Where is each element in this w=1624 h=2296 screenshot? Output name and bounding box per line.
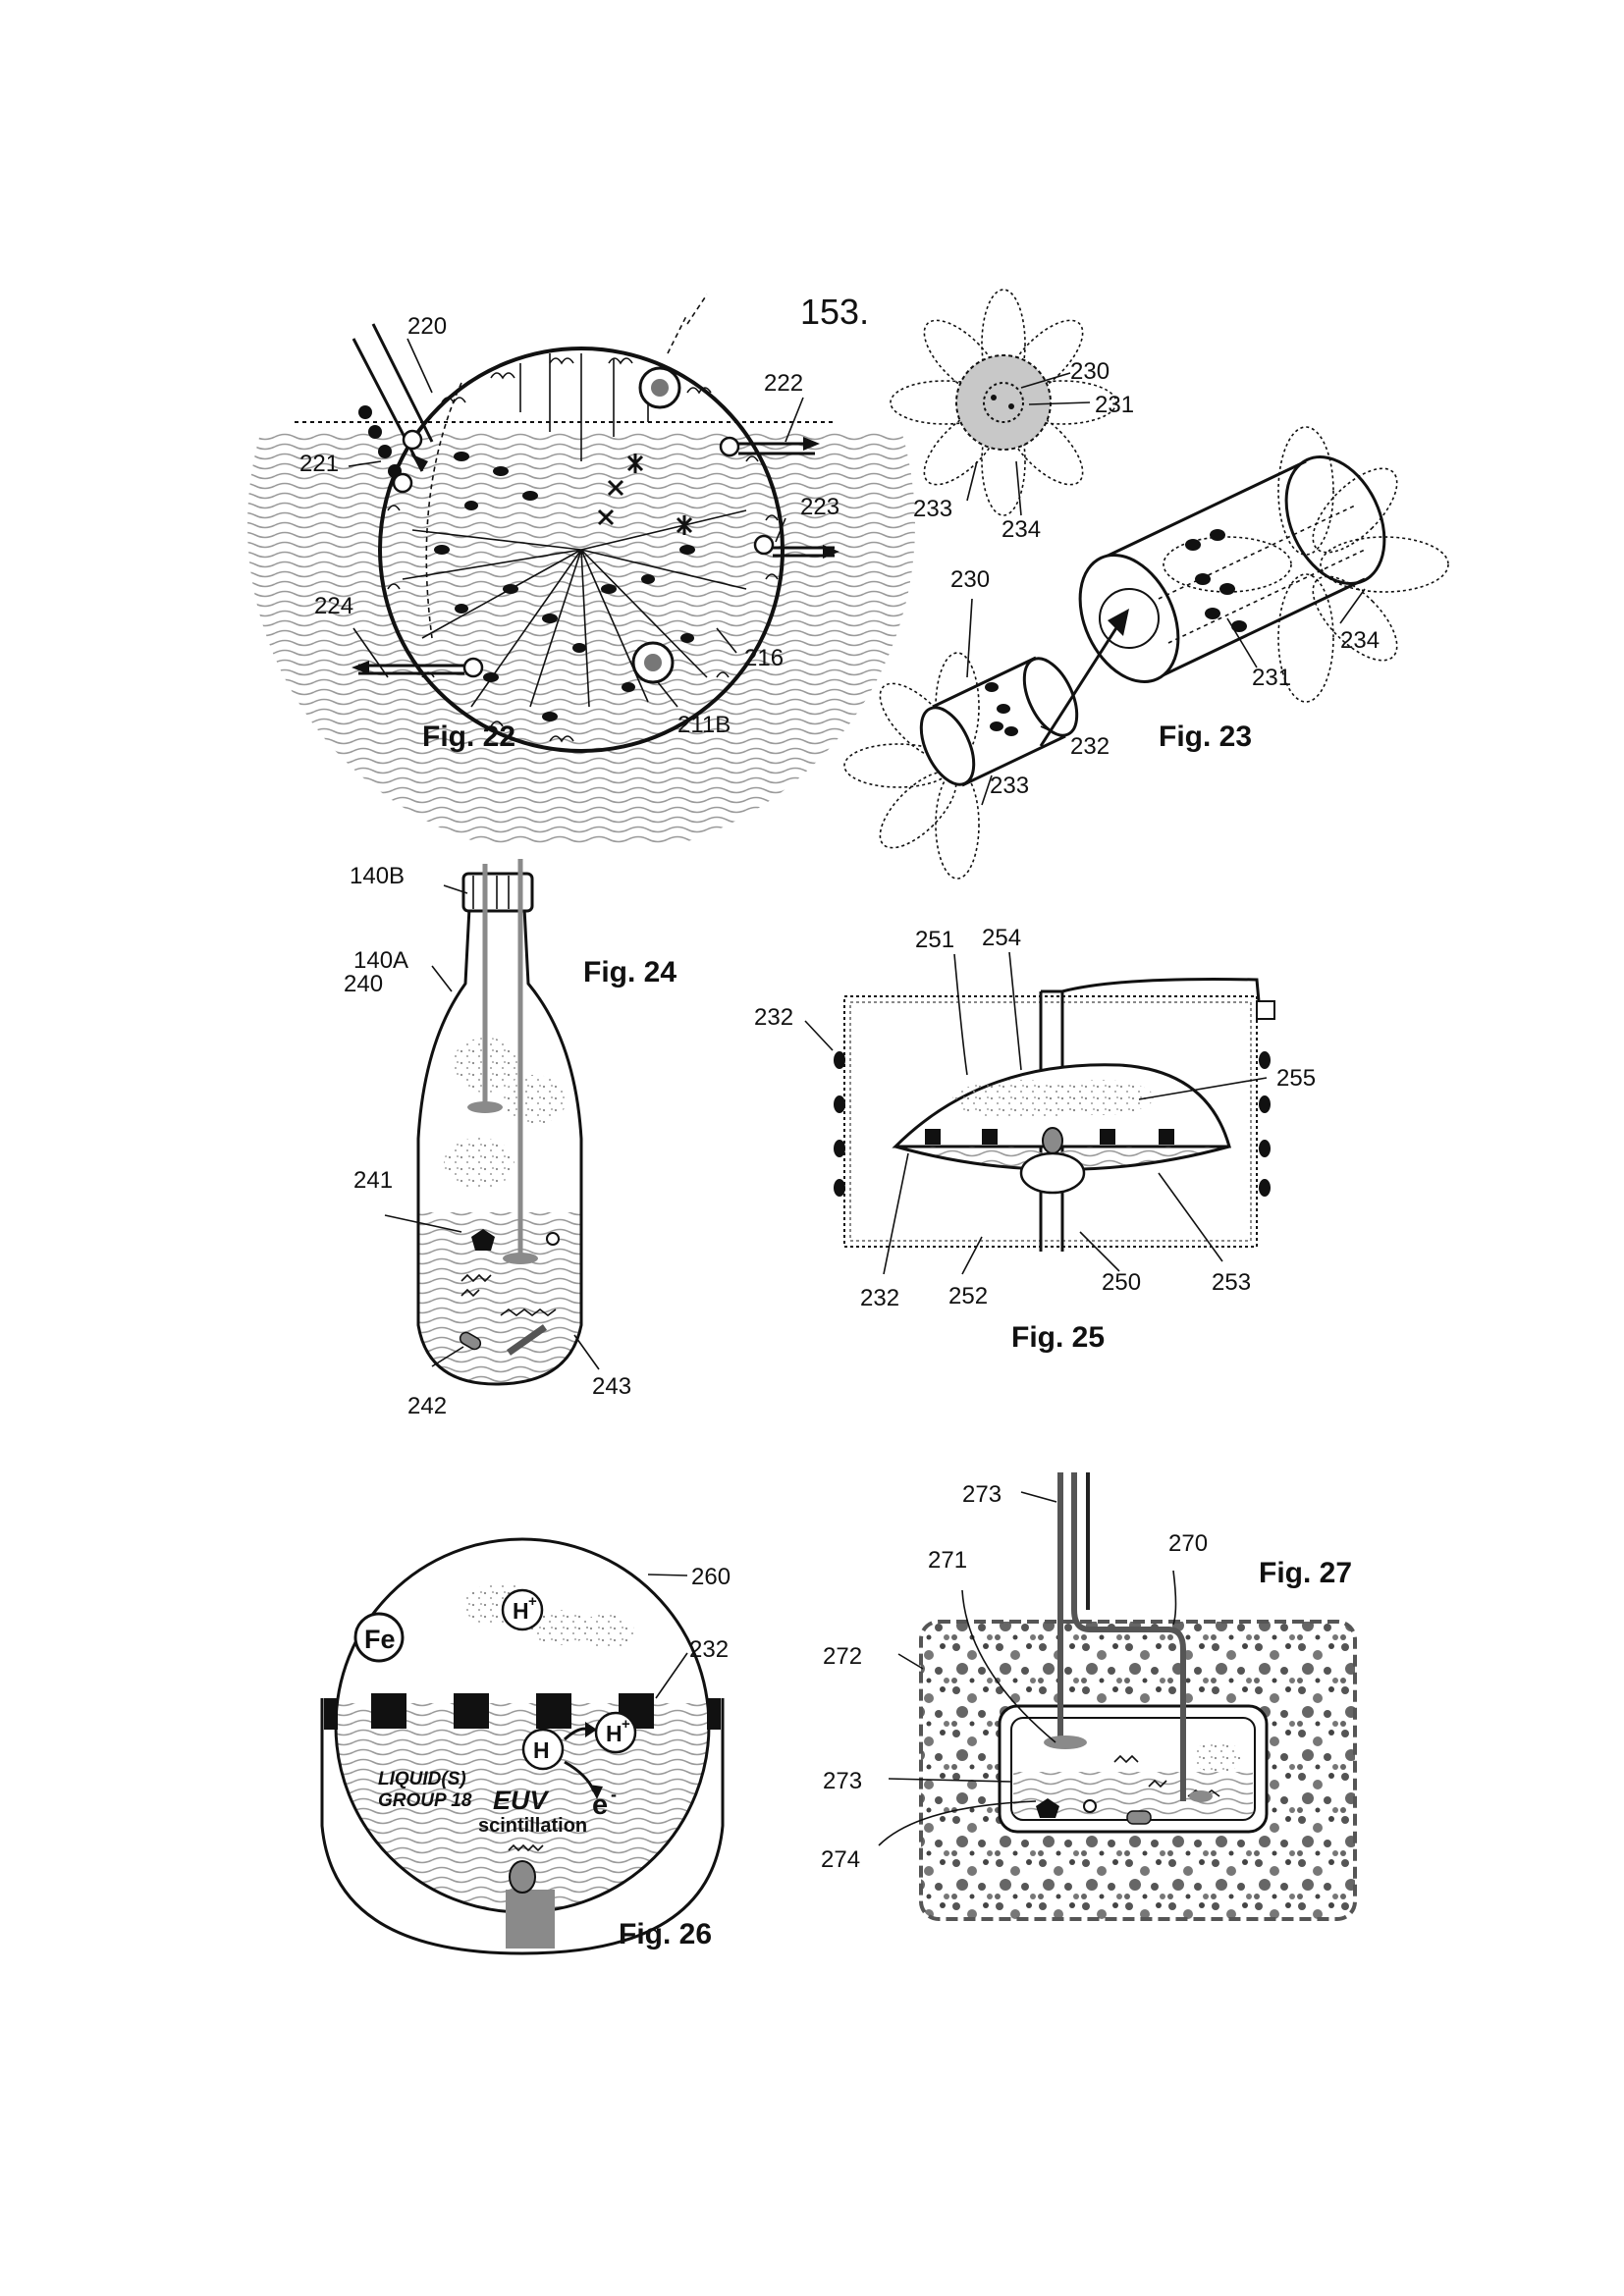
figure-27: 273 271 270 272 273 274 Fig. 27 (821, 1472, 1355, 1919)
ref-221: 221 (299, 451, 339, 477)
fig26-liquid-label: LIQUID(S) (378, 1769, 466, 1789)
ref-231-top: 231 (1095, 392, 1134, 418)
fig26-proton-top-charge: + (528, 1593, 537, 1610)
ref-140A: 140A (353, 947, 408, 974)
ref-233-bottom: 233 (990, 773, 1029, 799)
ref-232-bottom: 232 (860, 1285, 899, 1311)
ref-270: 270 (1168, 1530, 1208, 1557)
fig26-proton-bottom-charge: + (622, 1716, 630, 1733)
page-number: 153. (800, 292, 869, 332)
ref-222: 222 (764, 370, 803, 397)
figure-23: 230 231 233 234 230 232 233 231 234 Fig.… (844, 290, 1448, 879)
ref-230-bottom: 230 (950, 566, 990, 593)
ref-241: 241 (353, 1167, 393, 1194)
figure-25: 232 251 254 255 232 252 250 253 Fig. 25 (754, 925, 1316, 1354)
fig26-hydrogen: H (533, 1737, 550, 1763)
fig24-label: Fig. 24 (583, 956, 677, 988)
fig26-euv-label: EUV (493, 1786, 550, 1815)
fig26-group-label: GROUP 18 (378, 1790, 472, 1811)
fig22-label: Fig. 22 (422, 721, 515, 753)
ref-242: 242 (407, 1393, 447, 1419)
ref-223: 223 (800, 494, 839, 520)
fig27-label: Fig. 27 (1259, 1557, 1352, 1589)
fig24-bottle-contents (412, 1038, 589, 1389)
ref-224: 224 (314, 593, 353, 619)
ref-271: 271 (928, 1547, 967, 1574)
fig26-label: Fig. 26 (619, 1918, 712, 1950)
figure-24: 140B 140A 240 241 242 243 Fig. 24 (344, 859, 677, 1419)
fig26-electron: e (592, 1789, 608, 1821)
ref-274: 274 (821, 1846, 860, 1873)
ref-254: 254 (982, 925, 1021, 951)
fig26-fe-symbol: Fe (364, 1625, 396, 1654)
ref-252: 252 (948, 1283, 988, 1309)
ref-233-top: 233 (913, 496, 952, 522)
ref-216: 216 (744, 645, 784, 671)
ref-232: 232 (1070, 733, 1110, 760)
ref-240: 240 (344, 971, 383, 997)
ref-255: 255 (1276, 1065, 1316, 1092)
ref-140B: 140B (350, 863, 405, 889)
ref-272: 272 (823, 1643, 862, 1670)
ref-250: 250 (1102, 1269, 1141, 1296)
ref-234-top: 234 (1001, 516, 1041, 543)
fig23-small-cylinder (844, 651, 1088, 879)
ref-251: 251 (915, 927, 954, 953)
ref-234-bottom: 234 (1340, 627, 1380, 654)
ref-232: 232 (689, 1636, 729, 1663)
ref-273-bottom: 273 (823, 1768, 862, 1794)
ref-211B: 211B (677, 712, 731, 738)
fig23-label: Fig. 23 (1159, 721, 1252, 753)
ref-260: 260 (691, 1564, 731, 1590)
fig26-electron-charge: - (611, 1785, 617, 1804)
fig26-proton-top: H (513, 1598, 529, 1624)
fig26-proton-bottom: H (606, 1721, 623, 1746)
ref-220: 220 (407, 313, 447, 340)
ref-230-top: 230 (1070, 358, 1110, 385)
ref-232-left: 232 (754, 1004, 793, 1031)
fig23-large-cylinder (1060, 427, 1448, 702)
ref-231-bottom: 231 (1252, 665, 1291, 691)
ref-243: 243 (592, 1373, 631, 1400)
figure-26: Fe H + H H + LIQUID(S) GROUP 18 EUV e - … (322, 1539, 731, 1953)
fig26-scintillation-label: scintillation (478, 1815, 587, 1837)
ref-273-top: 273 (962, 1481, 1001, 1508)
fig25-label: Fig. 25 (1011, 1321, 1105, 1354)
ref-253: 253 (1212, 1269, 1251, 1296)
